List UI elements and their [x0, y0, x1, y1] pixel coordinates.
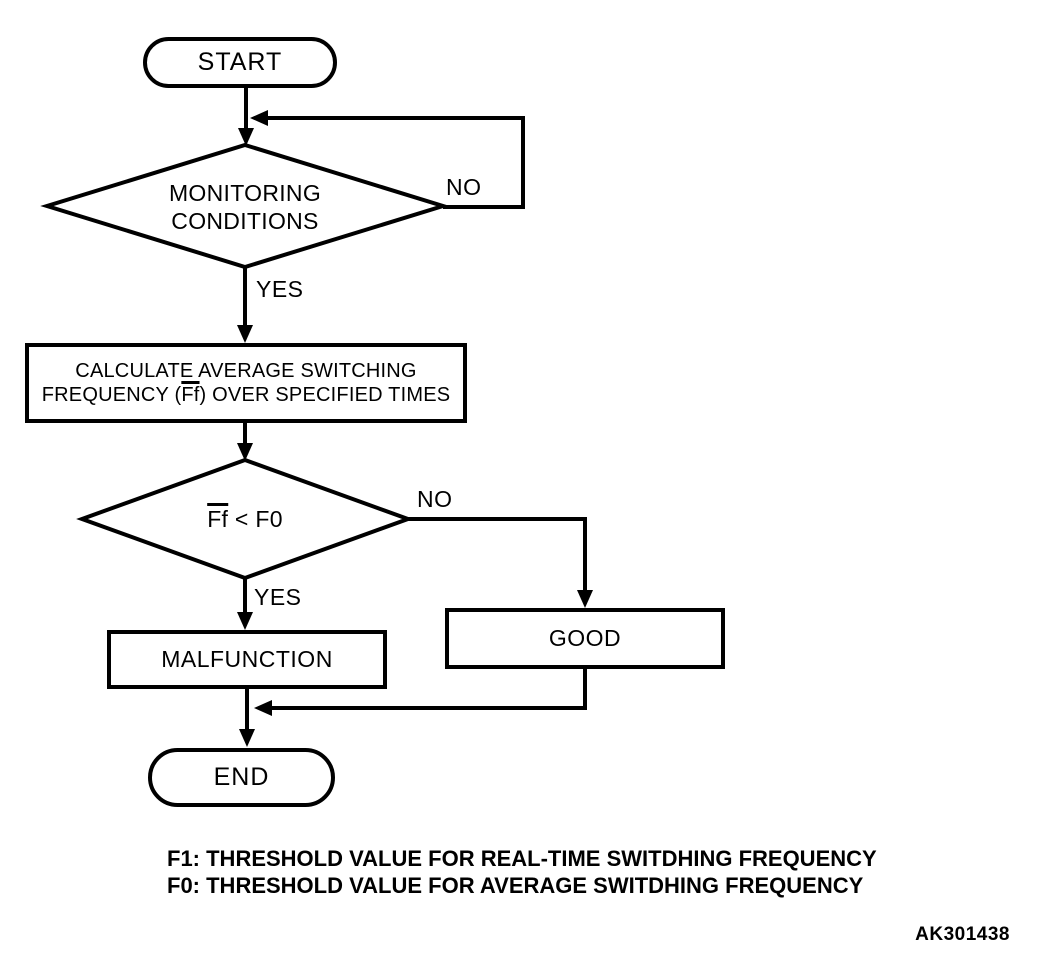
- arrowhead-down-into-good-icon: [577, 590, 593, 608]
- threshold-decision-text: Ff < F0: [95, 505, 395, 533]
- threshold-yes-label: YES: [254, 584, 302, 610]
- monitoring-line1: MONITORING: [168, 180, 322, 206]
- arrowhead-left-merge-icon: [254, 700, 272, 716]
- edge-good-to-merge: [272, 669, 587, 710]
- arrowhead-down-into-malfunction-icon: [237, 612, 253, 630]
- good-node: GOOD: [445, 608, 725, 669]
- calculate-ff-overline: Ff: [181, 384, 200, 406]
- start-node: START: [143, 37, 337, 88]
- arrowhead-down-into-threshold-icon: [237, 443, 253, 461]
- calculate-line2-suffix: ) OVER SPECIFIED TIMES: [199, 384, 451, 406]
- monitoring-decision-text: MONITORING CONDITIONS: [95, 179, 395, 235]
- calculate-line2-prefix: FREQUENCY (: [41, 384, 182, 406]
- threshold-ff-overline: Ff: [207, 506, 229, 532]
- calculate-line1: CALCULATE AVERAGE SWITCHING: [75, 360, 417, 382]
- end-node: END: [148, 748, 335, 807]
- monitoring-yes-label: YES: [256, 276, 304, 302]
- end-label: END: [213, 763, 270, 791]
- edge-monitoring-no-loop: [267, 116, 525, 209]
- calculate-line2: FREQUENCY (Ff) OVER SPECIFIED TIMES: [42, 383, 451, 407]
- arrowhead-down-into-end-icon: [239, 729, 255, 747]
- footnotes: F1: THRESHOLD VALUE FOR REAL-TIME SWITDH…: [167, 845, 877, 899]
- footnote-f0: F0: THRESHOLD VALUE FOR AVERAGE SWITDHIN…: [167, 873, 864, 898]
- threshold-no-label: NO: [417, 486, 453, 512]
- good-label: GOOD: [548, 625, 622, 651]
- footnote-f1: F1: THRESHOLD VALUE FOR REAL-TIME SWITDH…: [167, 846, 877, 871]
- calculate-process-text: CALCULATE AVERAGE SWITCHING FREQUENCY (F…: [42, 359, 451, 407]
- threshold-condition-suffix: < F0: [228, 506, 283, 532]
- calculate-process-node: CALCULATE AVERAGE SWITCHING FREQUENCY (F…: [25, 343, 467, 423]
- start-label: START: [197, 48, 283, 76]
- arrowhead-down-into-calculate-icon: [237, 325, 253, 343]
- edge-threshold-no: [408, 517, 587, 592]
- arrowhead-down-into-monitoring-icon: [238, 128, 254, 146]
- monitoring-line2: CONDITIONS: [171, 208, 319, 234]
- monitoring-no-label: NO: [446, 174, 482, 200]
- malfunction-node: MALFUNCTION: [107, 630, 387, 689]
- arrowhead-left-no-loop-icon: [250, 110, 268, 126]
- malfunction-label: MALFUNCTION: [161, 646, 333, 672]
- figure-code: AK301438: [915, 924, 1010, 945]
